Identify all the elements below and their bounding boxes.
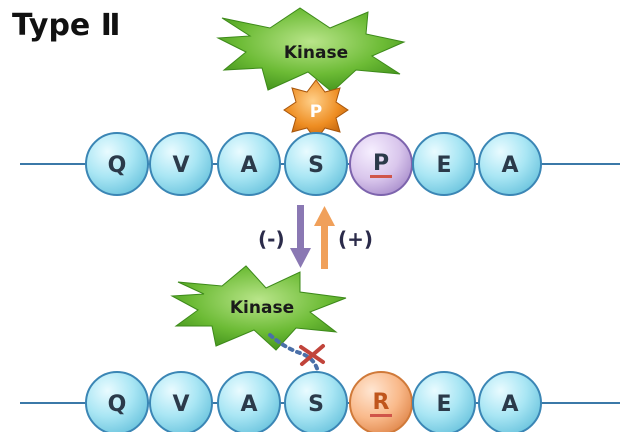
- top-bead-6-letter: E: [436, 153, 451, 178]
- cross-mark-icon: [299, 344, 325, 366]
- bottom-bead-1: Q: [85, 371, 149, 432]
- bottom-bead-4: S: [284, 371, 348, 432]
- down-arrow: [290, 205, 311, 268]
- top-bead-5-letter: P: [373, 151, 389, 176]
- bottom-bead-6-letter: E: [436, 392, 451, 417]
- blocked-connection-line: [268, 333, 320, 374]
- top-bead-5: P: [349, 132, 413, 196]
- bottom-bead-5-letter: R: [373, 390, 390, 415]
- bottom-bead-6: E: [412, 371, 476, 432]
- top-kinase-label: Kinase: [284, 43, 348, 63]
- top-bead-3-letter: A: [240, 153, 257, 178]
- bottom-bead-1-letter: Q: [108, 392, 127, 417]
- bottom-bead-7: A: [478, 371, 542, 432]
- top-bead-2-letter: V: [172, 153, 189, 178]
- top-bead-7: A: [478, 132, 542, 196]
- bottom-bead-2: V: [149, 371, 213, 432]
- bottom-bead-5: R: [349, 371, 413, 432]
- top-bead-4-letter: S: [308, 153, 324, 178]
- phosphate-label: P: [310, 102, 322, 122]
- top-bead-5-underline: [370, 175, 392, 178]
- bottom-sequence: Q V A S R E: [85, 371, 542, 432]
- top-bead-7-letter: A: [501, 153, 518, 178]
- top-bead-6: E: [412, 132, 476, 196]
- bottom-bead-7-letter: A: [501, 392, 518, 417]
- top-sequence: Q V A S P E: [85, 132, 542, 196]
- top-kinase-burst: [216, 7, 406, 93]
- top-bead-3: A: [217, 132, 281, 196]
- down-arrow-label: (-): [258, 227, 285, 251]
- bottom-bead-4-letter: S: [308, 392, 324, 417]
- bottom-kinase-label: Kinase: [230, 298, 294, 318]
- top-bead-4: S: [284, 132, 348, 196]
- up-arrow: [314, 206, 335, 269]
- bottom-kinase-burst: [170, 265, 347, 351]
- top-bead-1: Q: [85, 132, 149, 196]
- up-arrow-label: (+): [338, 227, 373, 251]
- bottom-bead-5-underline: [370, 414, 392, 417]
- top-bead-1-letter: Q: [108, 153, 127, 178]
- diagram-title: Type Ⅱ: [12, 8, 121, 43]
- top-bead-2: V: [149, 132, 213, 196]
- bottom-bead-3: A: [217, 371, 281, 432]
- bottom-bead-3-letter: A: [240, 392, 257, 417]
- bottom-bead-2-letter: V: [172, 392, 189, 417]
